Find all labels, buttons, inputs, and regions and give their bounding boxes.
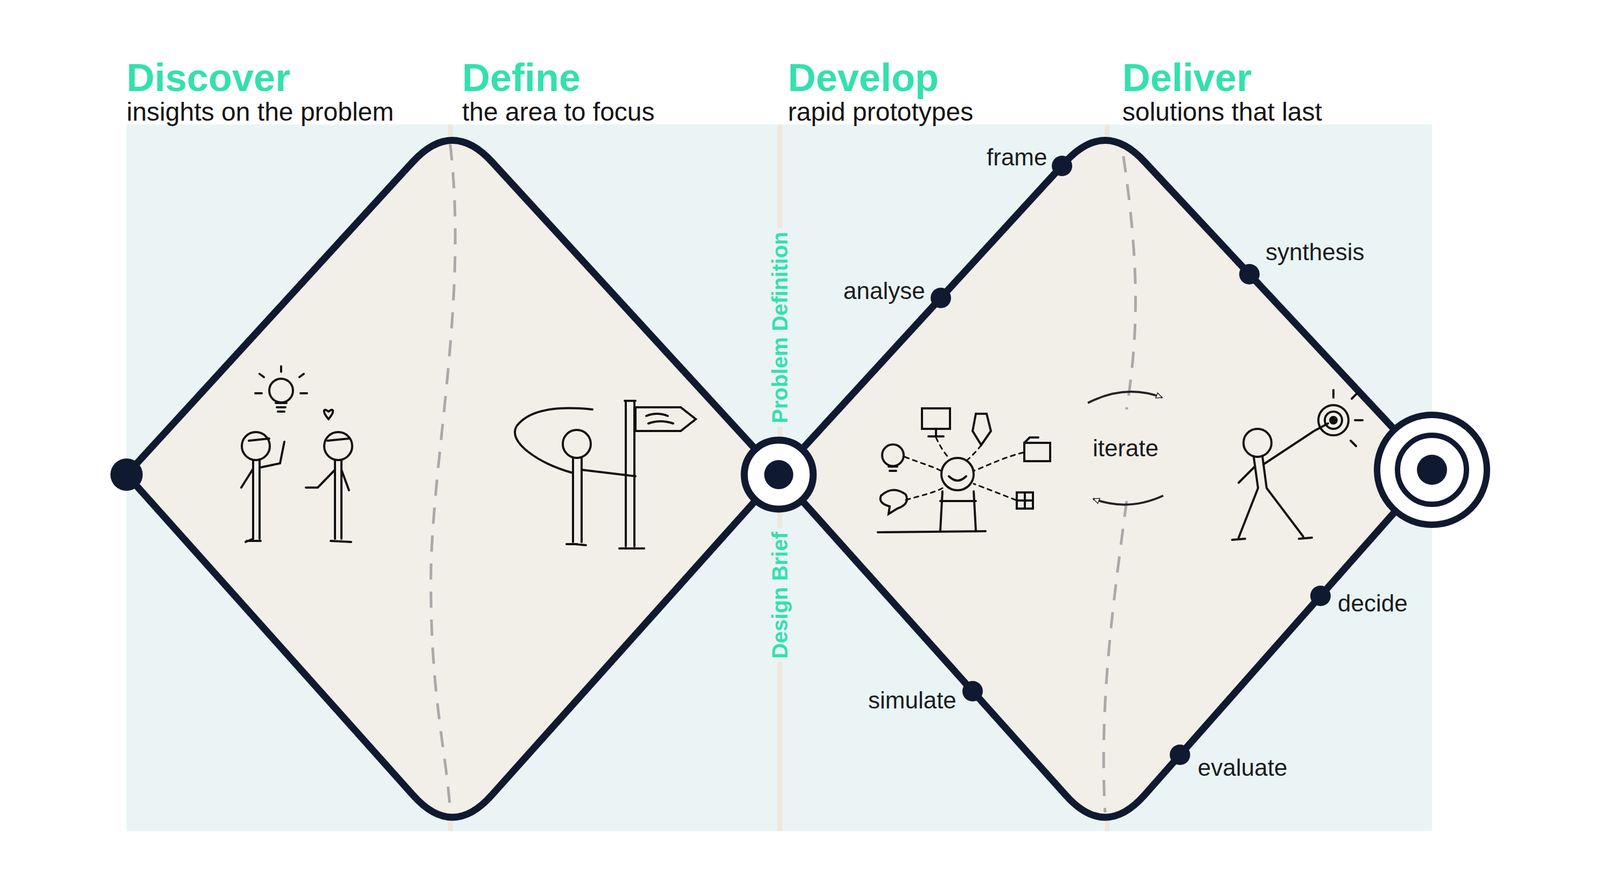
phase-title: Deliver: [1122, 58, 1323, 97]
loop-label: iterate: [1092, 435, 1159, 461]
midpoint-ring: [744, 439, 814, 509]
define-figure: [514, 400, 696, 549]
phase-title: Develop: [787, 58, 974, 97]
develop-figure: [877, 408, 1051, 533]
deliver-figure: [1232, 389, 1363, 540]
phase-title: Define: [462, 58, 655, 97]
step-label: decide: [1337, 590, 1408, 617]
phase-band: Discoverinsights on the problem: [126, 58, 394, 127]
second-diamond: [778, 140, 1432, 818]
phase-subtitle: insights on the problem: [126, 98, 394, 127]
phase-subtitle: solutions that last: [1122, 98, 1323, 127]
phase-band: Definethe area to focus: [462, 58, 655, 127]
step-label: frame: [986, 144, 1047, 171]
target-center: [1416, 454, 1448, 485]
iterate-arrows: [1087, 391, 1164, 505]
step-label: simulate: [868, 687, 957, 714]
start-dot: [110, 458, 143, 491]
target-inner: [1397, 435, 1467, 505]
step-label: analyse: [843, 277, 926, 304]
phase-band: Deliversolutions that last: [1122, 58, 1323, 127]
discover-figures: [241, 366, 353, 542]
background-panel: [126, 124, 1432, 831]
target-outer: [1377, 414, 1487, 525]
phase-split-dashes: [430, 144, 1136, 813]
phase-subtitle: the area to focus: [462, 98, 655, 127]
phase-gate-label: Problem Definition: [767, 228, 792, 427]
phase-subtitle: rapid prototypes: [787, 98, 974, 127]
midpoint-dot: [764, 459, 794, 489]
phase-gate-label: Design Brief: [767, 528, 792, 662]
step-label: evaluate: [1197, 754, 1288, 781]
phase-band: Developrapid prototypes: [787, 58, 974, 127]
step-label: synthesis: [1265, 239, 1365, 265]
phase-title: Discover: [126, 58, 394, 97]
first-diamond: [126, 140, 779, 818]
